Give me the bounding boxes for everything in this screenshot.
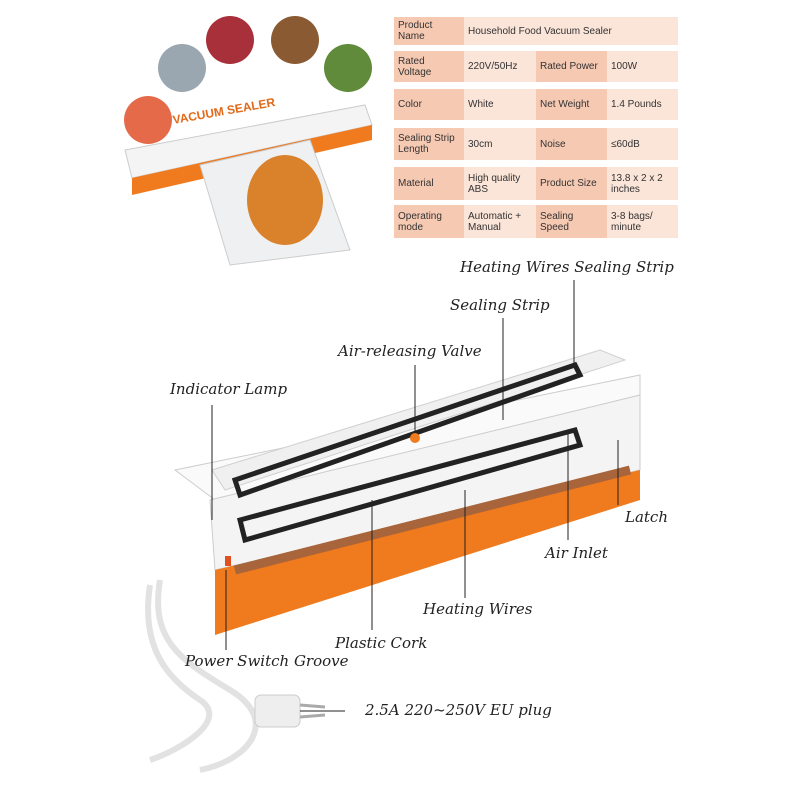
heating-wire-strip	[233, 465, 632, 575]
spec-value: ≤60dB	[607, 128, 678, 160]
spec-label: Material	[394, 167, 464, 200]
callout-latch: Latch	[625, 508, 668, 526]
spec-label: Operating mode	[394, 205, 464, 238]
callout-heating-wires: Heating Wires	[423, 600, 533, 618]
callout-plastic-cork: Plastic Cork	[335, 634, 428, 652]
spec-value: 13.8 x 2 x 2 inches	[607, 167, 678, 200]
leader-lines	[211, 280, 619, 712]
cinnamon-image	[271, 16, 319, 64]
salmon-image	[124, 96, 172, 144]
spec-value: 100W	[607, 51, 678, 82]
power-cord	[145, 579, 259, 773]
spec-value: 3-8 bags/ minute	[607, 205, 678, 238]
vegetables-image	[324, 44, 372, 92]
air-valve	[410, 433, 420, 443]
sealing-gasket-bottom	[236, 426, 584, 544]
callout-sealing-strip: Sealing Strip	[450, 296, 550, 314]
eu-plug	[254, 694, 301, 728]
spec-value: White	[464, 89, 536, 120]
meat-image	[206, 16, 254, 64]
spec-value: Household Food Vacuum Sealer	[464, 17, 678, 45]
spec-label: Sealing Strip Length	[394, 128, 464, 160]
power-switch	[225, 556, 231, 566]
spec-value: 30cm	[464, 128, 536, 160]
spec-value: High quality ABS	[464, 167, 536, 200]
roast-chicken	[247, 155, 323, 245]
callout-indicator-lamp: Indicator Lamp	[170, 380, 288, 398]
spec-value: 220V/50Hz	[464, 51, 536, 82]
spec-label: Product Name	[394, 17, 464, 45]
callout-power-switch-groove: Power Switch Groove	[185, 652, 349, 670]
fish-image	[158, 44, 206, 92]
spec-label: Noise	[536, 128, 607, 160]
spec-value: Automatic + Manual	[464, 205, 536, 238]
callout-eu-plug: 2.5A 220~250V EU plug	[365, 701, 552, 719]
callout-air-inlet: Air Inlet	[545, 544, 608, 562]
sealing-gasket-top	[231, 361, 584, 499]
sealer-orange-strip	[215, 470, 640, 635]
spec-label: Rated Power	[536, 51, 607, 82]
callout-air-releasing-valve: Air-releasing Valve	[338, 342, 482, 360]
spec-value: 1.4 Pounds	[607, 89, 678, 120]
spec-label: Sealing Speed	[536, 205, 607, 238]
spec-label: Color	[394, 89, 464, 120]
spec-label: Net Weight	[536, 89, 607, 120]
spec-row: Product Name Household Food Vacuum Seale…	[394, 17, 678, 45]
spec-label: Rated Voltage	[394, 51, 464, 82]
spec-label: Product Size	[536, 167, 607, 200]
callout-heating-wires-sealing-strip: Heating Wires Sealing Strip	[460, 258, 674, 276]
